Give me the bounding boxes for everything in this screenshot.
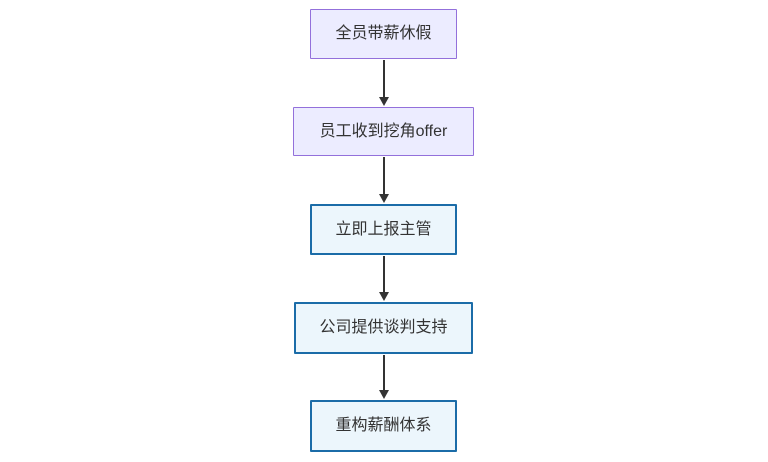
- arrow-line: [383, 157, 385, 196]
- flowchart-node-rebuild-compensation: 重构薪酬体系: [310, 400, 457, 452]
- arrow-head-icon: [379, 97, 389, 106]
- node-label: 立即上报主管: [335, 220, 432, 238]
- arrow-head-icon: [379, 194, 389, 203]
- flow-arrow: [378, 60, 390, 106]
- node-label: 全员带薪休假: [335, 25, 432, 43]
- flow-arrow: [378, 355, 390, 399]
- arrow-head-icon: [379, 292, 389, 301]
- node-label: 员工收到挖角offer: [319, 122, 448, 140]
- node-label: 重构薪酬体系: [335, 417, 432, 435]
- flow-arrow: [378, 157, 390, 203]
- arrow-line: [383, 60, 385, 99]
- flowchart-node-report-supervisor: 立即上报主管: [310, 204, 457, 255]
- arrow-line: [383, 355, 385, 392]
- arrow-line: [383, 256, 385, 294]
- node-label: 公司提供谈判支持: [319, 319, 448, 337]
- flowchart-node-paid-leave: 全员带薪休假: [310, 9, 457, 59]
- arrow-head-icon: [379, 390, 389, 399]
- flow-arrow: [378, 256, 390, 301]
- flowchart-node-poach-offer: 员工收到挖角offer: [293, 107, 474, 156]
- flowchart-node-negotiation-support: 公司提供谈判支持: [294, 302, 473, 354]
